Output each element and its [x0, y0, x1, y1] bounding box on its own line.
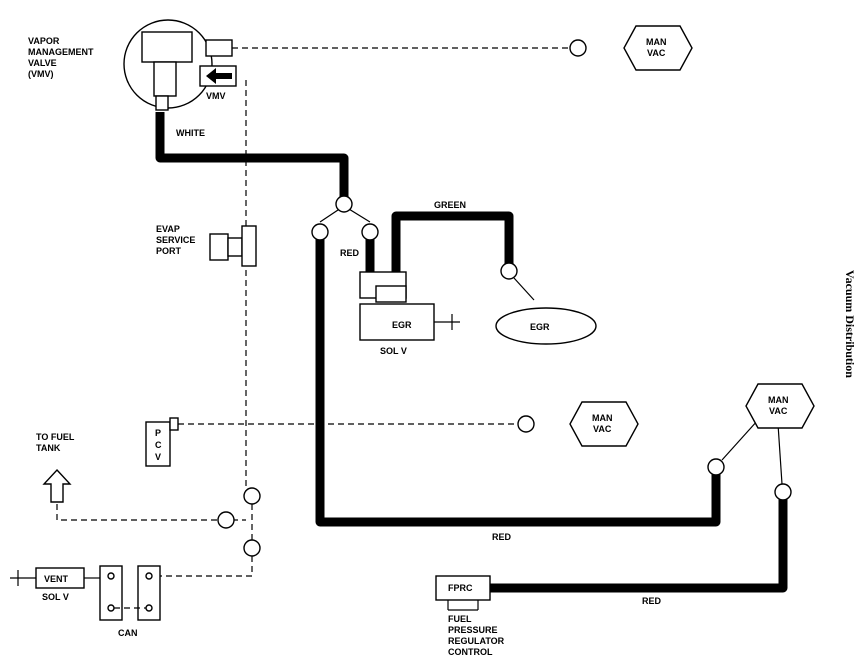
pcv-letter-p: P	[155, 428, 161, 438]
fprc-desc-3: REGULATOR	[448, 636, 505, 646]
egr-sol-valve-body	[359, 303, 435, 341]
vmv-outlet	[155, 95, 169, 111]
fprc-desc-4: CONTROL	[448, 647, 493, 657]
node-can-middle	[217, 511, 235, 529]
man-vac-top-label-2: VAC	[647, 48, 666, 58]
tee-dashed-small	[232, 504, 253, 540]
vmv-title-line-4: (VMV)	[28, 69, 54, 79]
red-hose-label-fprc: RED	[642, 596, 662, 606]
vmv-title-line-1: VAPOR	[28, 36, 60, 46]
node-can-upper	[243, 487, 261, 505]
fuel-tank-arrow-icon	[42, 468, 72, 503]
vmv-arrow-icon	[206, 68, 232, 84]
egr-sol-valve-mid	[375, 285, 407, 303]
node-vmv-man-vac	[569, 39, 587, 57]
can-port-3	[145, 572, 153, 580]
node-tee-left	[311, 223, 329, 241]
pcv-letter-c: C	[155, 440, 162, 450]
evap-port-neck	[227, 237, 243, 257]
vent-label: VENT	[44, 574, 69, 584]
man-vac-top-label-1: MAN	[646, 37, 667, 47]
node-man-vac-left	[707, 458, 725, 476]
fuel-tank-label-2: TANK	[36, 443, 61, 453]
pcv-letter-v: V	[155, 452, 161, 462]
white-hose	[155, 112, 349, 200]
man-vac-middle-label-2: VAC	[593, 424, 612, 434]
fprc-desc-2: PRESSURE	[448, 625, 498, 635]
fprc-body	[435, 575, 491, 601]
man-vac-lower-link	[721, 419, 783, 485]
pcv-nipple	[169, 417, 179, 431]
can-label: CAN	[118, 628, 138, 638]
evap-label-3: PORT	[156, 246, 182, 256]
vmv-title-line-2: MANAGEMENT	[28, 47, 94, 57]
vent-sol-v-label: SOL V	[42, 592, 69, 602]
vent-electrical	[10, 570, 36, 586]
man-vac-right-label-2: VAC	[769, 406, 788, 416]
man-vac-right-label-1: MAN	[768, 395, 789, 405]
egr-sol-label: EGR	[392, 320, 412, 330]
man-vac-middle-label-1: MAN	[592, 413, 613, 423]
fuel-tank-dashed	[56, 504, 218, 521]
red-hose-label-tee: RED	[340, 248, 360, 258]
fprc-stem	[447, 600, 479, 611]
white-hose-label: WHITE	[176, 128, 205, 138]
node-pcv-man-vac	[517, 415, 535, 433]
green-hose-label: GREEN	[434, 200, 466, 210]
vmv-side-port	[205, 39, 233, 57]
red-hose-label-bottom: RED	[492, 532, 512, 542]
vmv-tag: VMV	[206, 91, 226, 101]
egr-sol-electrical	[434, 314, 460, 330]
vmv-stem	[153, 61, 177, 97]
evap-port-body	[241, 225, 257, 267]
can-dashed-bottom	[158, 556, 253, 577]
red-hose-main	[315, 234, 721, 527]
side-title: Vacuum Distribution	[843, 270, 857, 378]
egr-valve	[495, 307, 597, 345]
fprc-desc-1: FUEL	[448, 614, 472, 624]
evap-port-cap	[209, 233, 229, 261]
red-hose-fprc	[490, 494, 788, 593]
man-vac-right	[745, 383, 815, 429]
evap-label-1: EVAP	[156, 224, 180, 234]
pcv-valve	[145, 421, 171, 467]
evap-label-2: SERVICE	[156, 235, 195, 245]
green-hose	[391, 211, 514, 272]
egr-sol-v-label: SOL V	[380, 346, 407, 356]
vmv-title-line-3: VALVE	[28, 58, 57, 68]
node-tee-right	[361, 223, 379, 241]
fuel-tank-label-1: TO FUEL	[36, 432, 75, 442]
canister-left	[99, 565, 123, 621]
egr-valve-label: EGR	[530, 322, 550, 332]
fprc-label: FPRC	[448, 583, 473, 593]
node-egr-green	[500, 262, 518, 280]
can-port-4	[145, 604, 153, 612]
node-tee-top	[335, 195, 353, 213]
man-vac-top	[623, 25, 693, 71]
vmv-body	[141, 31, 193, 63]
can-port-1	[107, 572, 115, 580]
egr-link	[513, 277, 535, 301]
node-man-vac-right	[774, 483, 792, 501]
can-port-2	[107, 604, 115, 612]
node-can-lower	[243, 539, 261, 557]
canister-right	[137, 565, 161, 621]
man-vac-middle	[569, 401, 639, 447]
